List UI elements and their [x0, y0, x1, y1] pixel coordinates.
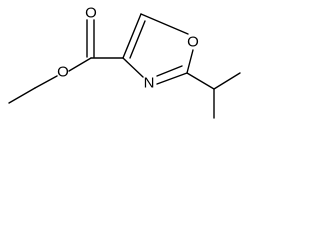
ring-nitrogen-mask — [142, 75, 156, 91]
bond-ethyl-to-ester-oxygen — [34, 75, 58, 89]
chemical-structure: O O N O — [8, 5, 241, 119]
bond-c2-n3-double-a — [156, 72, 188, 85]
bond-ester-oxygen-to-carbonyl — [68, 57, 92, 72]
bond-ethyl-terminal — [8, 87, 36, 104]
bond-o1-c2 — [186, 49, 194, 74]
ring-nitrogen-label: N — [144, 75, 155, 92]
ester-oxygen-label: O — [57, 64, 69, 81]
bond-isopropyl-methyl-up — [213, 72, 241, 90]
bond-c5-o1 — [140, 13, 189, 35]
bond-c4-c5-double-b — [129, 20, 146, 59]
bond-c2-n3-double-b — [156, 65, 183, 77]
bond-n3-c4 — [122, 57, 144, 78]
bond-c2-to-isopropyl — [186, 72, 215, 90]
carbonyl-oxygen-label: O — [85, 5, 97, 22]
ring-oxygen-mask — [186, 34, 200, 50]
ester-oxygen-mask — [56, 64, 70, 80]
ring-oxygen-label: O — [187, 34, 199, 51]
bond-c4-c5-double-a — [122, 13, 142, 59]
carbonyl-oxygen-mask — [84, 5, 98, 21]
